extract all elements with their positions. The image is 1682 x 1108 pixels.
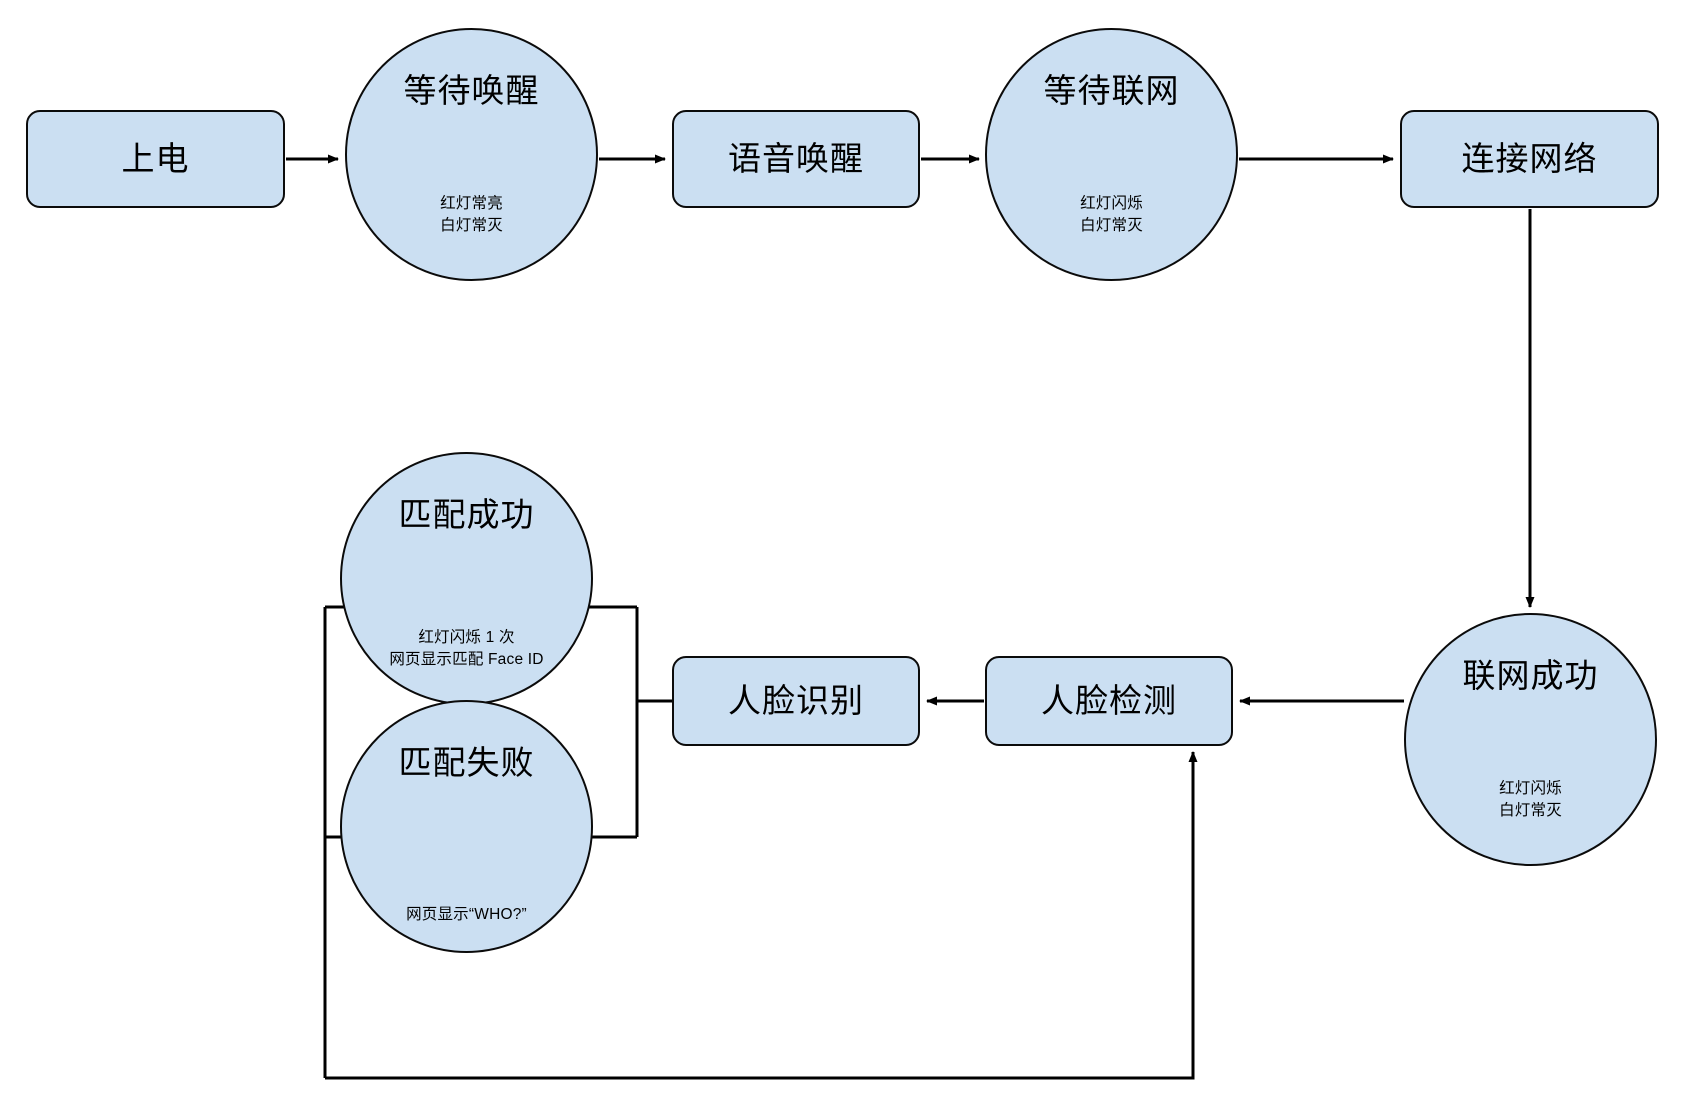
node-face-recognize[interactable]: 人脸识别 — [672, 656, 920, 746]
node-face-recognize-title: 人脸识别 — [728, 682, 864, 720]
node-face-detect[interactable]: 人脸检测 — [985, 656, 1233, 746]
node-wait-wake[interactable]: 等待唤醒 红灯常亮 白灯常灭 — [345, 28, 598, 281]
node-match-fail-sub: 网页显示“WHO?” — [406, 906, 527, 924]
node-match-success-title: 匹配成功 — [398, 496, 535, 534]
node-face-detect-title: 人脸检测 — [1041, 682, 1177, 720]
node-power-on-title: 上电 — [121, 140, 190, 178]
node-wait-network-sub: 红灯闪烁 白灯常灭 — [1080, 194, 1143, 234]
node-voice-wake-title: 语音唤醒 — [728, 140, 864, 178]
node-match-fail[interactable]: 匹配失败 网页显示“WHO?” — [340, 700, 593, 953]
node-voice-wake[interactable]: 语音唤醒 — [672, 110, 920, 208]
node-network-success-title: 联网成功 — [1462, 657, 1599, 695]
node-power-on[interactable]: 上电 — [26, 110, 285, 208]
node-wait-wake-sub: 红灯常亮 白灯常灭 — [440, 194, 503, 234]
node-connect-network-title: 连接网络 — [1461, 140, 1598, 178]
node-match-fail-title: 匹配失败 — [398, 744, 535, 782]
node-wait-wake-title: 等待唤醒 — [403, 72, 540, 110]
node-connect-network[interactable]: 连接网络 — [1400, 110, 1659, 208]
node-wait-network[interactable]: 等待联网 红灯闪烁 白灯常灭 — [985, 28, 1238, 281]
node-network-success[interactable]: 联网成功 红灯闪烁 白灯常灭 — [1404, 613, 1657, 866]
node-match-success[interactable]: 匹配成功 红灯闪烁 1 次 网页显示匹配 Face ID — [340, 452, 593, 705]
node-match-success-sub: 红灯闪烁 1 次 网页显示匹配 Face ID — [389, 628, 544, 668]
node-wait-network-title: 等待联网 — [1043, 72, 1180, 110]
node-network-success-sub: 红灯闪烁 白灯常灭 — [1499, 779, 1562, 819]
